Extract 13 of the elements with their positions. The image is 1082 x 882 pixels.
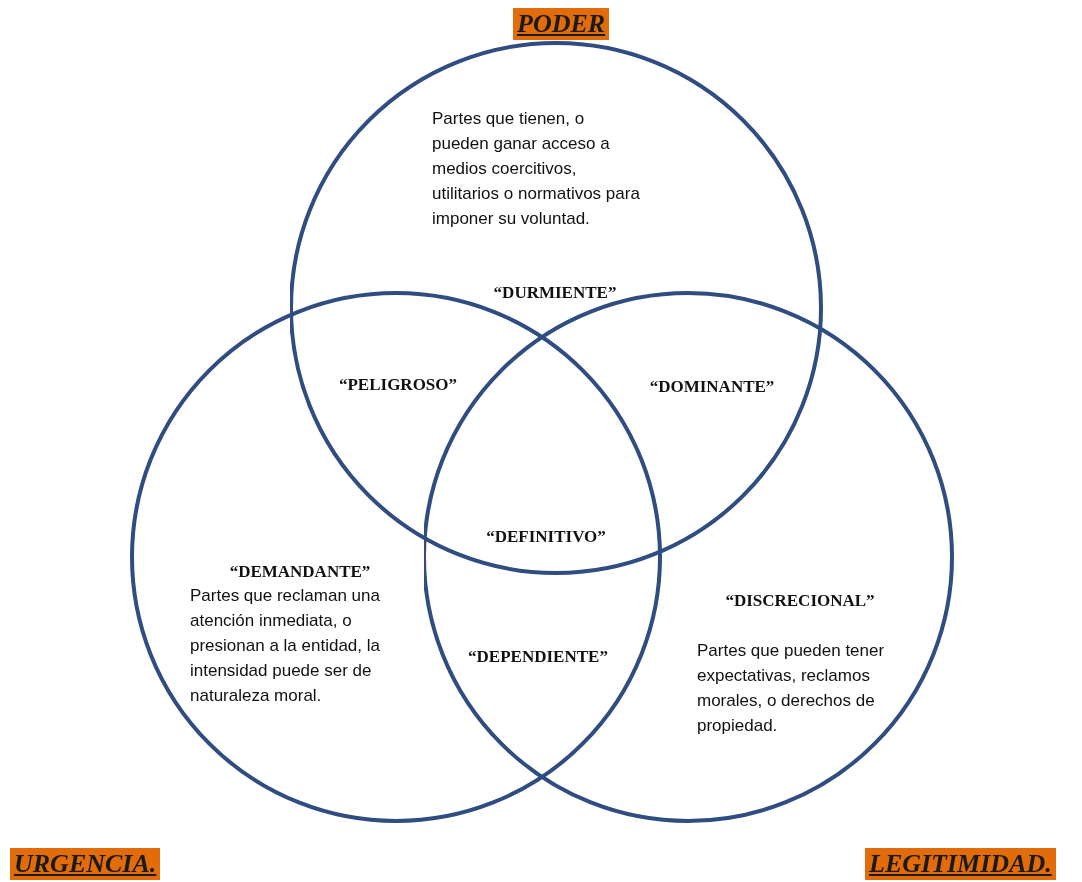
region-label: “PELIGROSO”	[338, 375, 458, 395]
region-label: “DOMINANTE”	[649, 377, 775, 397]
region-label: “DEFINITIVO”	[486, 527, 606, 547]
region-label: “DURMIENTE”	[493, 283, 617, 303]
set-heading: PODER	[513, 8, 610, 40]
region-label: “DEMANDANTE”	[229, 562, 371, 582]
set-heading: URGENCIA.	[10, 848, 161, 880]
set-description: Partes que tienen, o pueden ganar acceso a medios coercitivos, utilitarios o normativos para imponer su voluntad.	[432, 108, 641, 230]
region-label: “DISCRECIONAL”	[725, 591, 875, 611]
region-label: “DEPENDIENTE”	[468, 647, 608, 667]
set-description: Partes que pueden tener expectativas, reclamos morales, o derechos de propiedad.	[697, 640, 886, 737]
set-heading: LEGITIMIDAD.	[865, 848, 1056, 880]
set-description: Partes que reclaman una atención inmediata, o presionan a la entidad, la intensidad puede ser de naturaleza moral.	[190, 585, 381, 707]
